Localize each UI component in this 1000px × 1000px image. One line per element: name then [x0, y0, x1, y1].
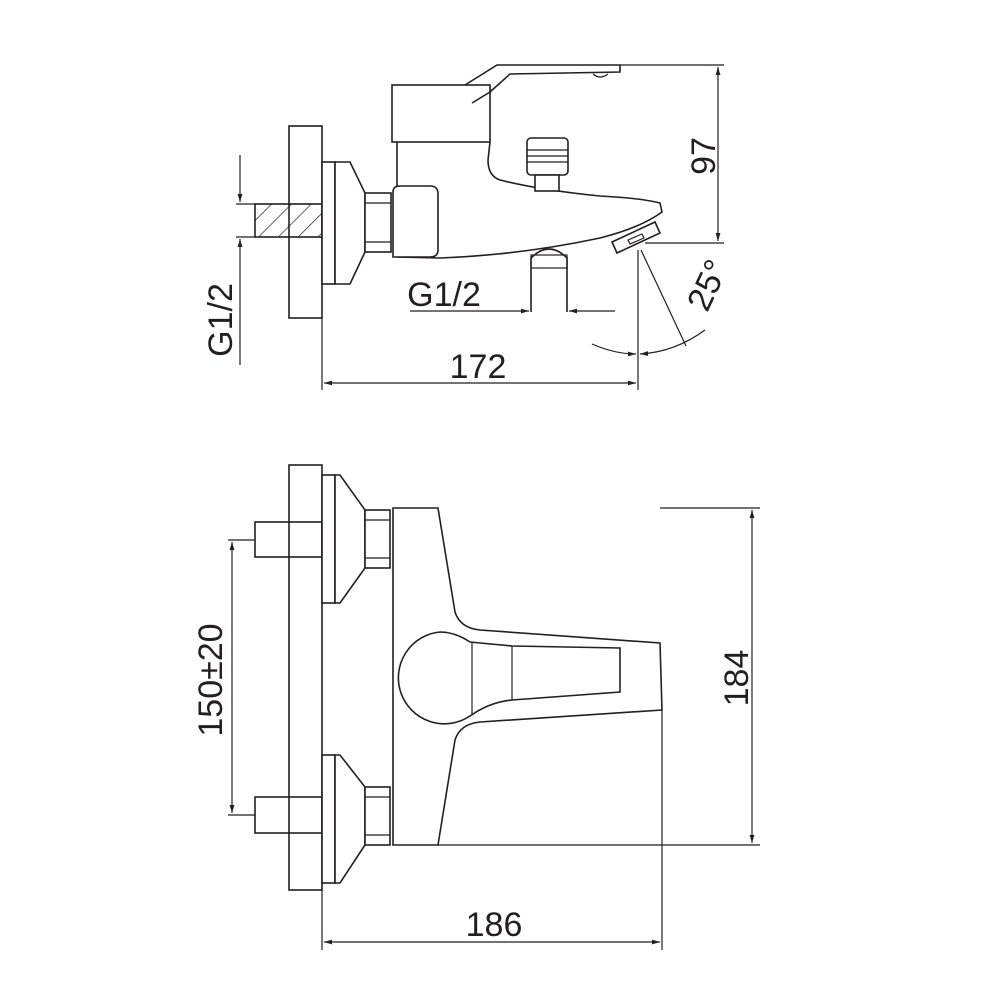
flange-upper	[321, 474, 336, 604]
lever-handle	[397, 631, 621, 725]
wall-section	[288, 464, 323, 891]
dim-length-label: 172	[450, 348, 507, 386]
escutcheon-upper	[334, 474, 366, 604]
dim-inlet-spacing-label: 150±20	[192, 623, 230, 736]
outlet-pipe	[530, 248, 568, 312]
top-view: 184 150±20 186	[192, 464, 760, 950]
dim-angle-label: 25°	[680, 254, 736, 317]
hex-nut	[364, 192, 392, 253]
inlet-pipe	[254, 203, 323, 238]
escutcheon-cone	[334, 161, 366, 285]
diverter-stem	[534, 174, 560, 192]
dim-height-label: 97	[685, 137, 723, 175]
aerator	[610, 220, 662, 255]
hex-nut-lower	[364, 786, 391, 846]
outlet-thread	[530, 254, 568, 269]
spout-body	[396, 141, 663, 259]
dim-inlet-thread-label: G1/2	[202, 283, 240, 357]
angle-line	[640, 249, 687, 347]
flange-lower	[321, 754, 336, 884]
dim-width-label: 184	[718, 650, 756, 707]
dim-depth-label: 186	[466, 906, 523, 944]
handle-block	[391, 84, 491, 143]
lever	[464, 64, 621, 104]
escutcheon-lower	[334, 754, 366, 884]
coupling-body	[392, 185, 439, 258]
faucet-body	[392, 507, 663, 846]
angle-arc	[591, 343, 637, 357]
dim-outlet-thread-label: G1/2	[407, 276, 481, 314]
flange-plate	[321, 161, 336, 285]
side-view: 97 G1/2 G1/2 172 25°	[202, 64, 736, 390]
hex-nut-upper	[364, 509, 391, 569]
